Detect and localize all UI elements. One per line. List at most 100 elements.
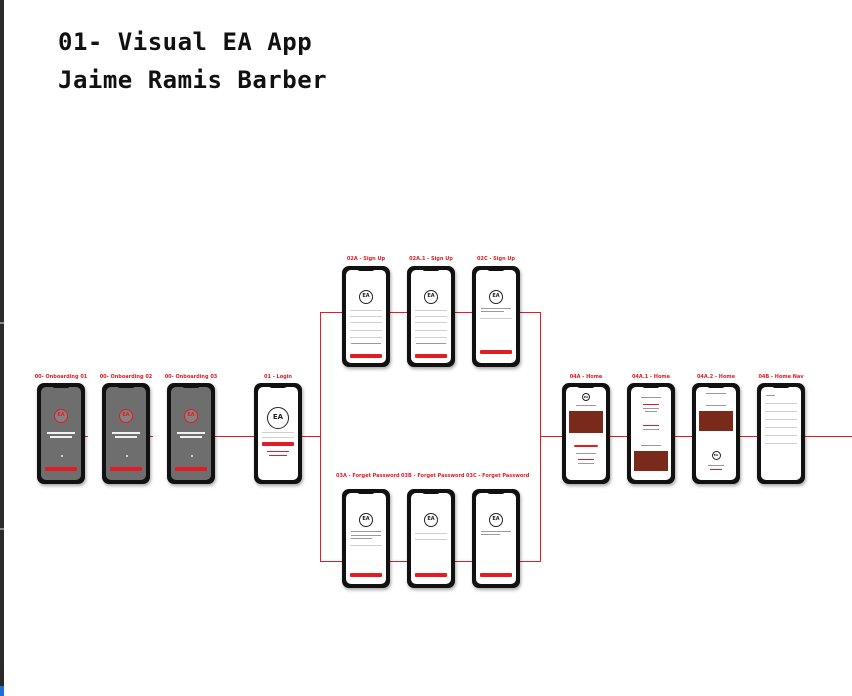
text-line bbox=[50, 436, 72, 438]
phone-forget-03c[interactable]: EA bbox=[472, 489, 520, 588]
terms-text bbox=[351, 343, 381, 344]
cta-button[interactable] bbox=[175, 467, 207, 471]
text-line bbox=[481, 311, 504, 312]
signup-link[interactable] bbox=[267, 451, 289, 452]
phone-onboarding-03[interactable]: EA bbox=[167, 383, 215, 484]
social-links[interactable] bbox=[710, 469, 722, 470]
phone-home-04a1[interactable] bbox=[627, 383, 675, 484]
phone-notch bbox=[487, 491, 505, 494]
hero-banner[interactable] bbox=[569, 411, 603, 433]
phone-screen: EA bbox=[476, 270, 516, 363]
phone-home-04a[interactable]: EA bbox=[562, 383, 610, 484]
phone-screen: EA bbox=[258, 387, 298, 480]
terms-text bbox=[416, 343, 446, 344]
password-field[interactable] bbox=[262, 437, 294, 438]
screen-label: 03B - Forget Password bbox=[401, 473, 465, 479]
phone-login[interactable]: EA bbox=[254, 383, 302, 484]
ea-logo-icon: EA bbox=[424, 290, 438, 304]
email-field[interactable] bbox=[350, 545, 382, 546]
flow-connector bbox=[389, 312, 407, 313]
news-image[interactable] bbox=[634, 451, 668, 471]
phone-home-nav-04b[interactable] bbox=[757, 383, 805, 484]
nav-item[interactable] bbox=[765, 435, 797, 436]
screen-label: 02C - Sign Up bbox=[476, 256, 516, 262]
form-field[interactable] bbox=[415, 322, 447, 323]
signup-button[interactable] bbox=[415, 354, 447, 358]
form-field[interactable] bbox=[415, 337, 447, 338]
screen-label: 04B - Home Nav bbox=[758, 374, 804, 380]
ea-logo-icon: EA bbox=[359, 513, 373, 527]
ea-logo-icon: EA bbox=[119, 409, 133, 423]
flow-connector bbox=[149, 436, 153, 437]
cta-button[interactable] bbox=[45, 467, 77, 471]
phone-notch bbox=[422, 491, 440, 494]
edge-tick bbox=[0, 528, 4, 530]
footer-text bbox=[708, 465, 724, 466]
password-field[interactable] bbox=[415, 539, 447, 540]
text-line bbox=[351, 531, 381, 532]
form-field[interactable] bbox=[350, 316, 382, 317]
send-button[interactable] bbox=[350, 573, 382, 577]
phone-forget-03a[interactable]: EA bbox=[342, 489, 390, 588]
text-line bbox=[351, 535, 381, 536]
text-line bbox=[576, 405, 596, 406]
phone-notch bbox=[487, 268, 505, 271]
flow-connector bbox=[302, 436, 321, 437]
phone-home-04a2[interactable]: EA bbox=[692, 383, 740, 484]
ea-logo-icon: EA bbox=[711, 451, 721, 460]
text-line bbox=[645, 411, 657, 412]
password-field[interactable] bbox=[415, 533, 447, 534]
nav-item[interactable] bbox=[765, 443, 797, 444]
form-field[interactable] bbox=[350, 337, 382, 338]
phone-signup-02a1[interactable]: EA bbox=[407, 266, 455, 367]
cta-button[interactable] bbox=[110, 467, 142, 471]
screen-label: 00- Onboarding 02 bbox=[99, 374, 153, 380]
nav-item[interactable] bbox=[765, 427, 797, 428]
flow-connector bbox=[519, 561, 540, 562]
phone-forget-03b[interactable]: EA bbox=[407, 489, 455, 588]
flow-connector bbox=[609, 436, 627, 437]
nav-item[interactable] bbox=[765, 411, 797, 412]
text-line bbox=[177, 432, 205, 434]
login-button[interactable] bbox=[262, 442, 294, 446]
text-line bbox=[481, 308, 511, 309]
phone-onboarding-01[interactable]: EA bbox=[37, 383, 85, 484]
reset-button[interactable] bbox=[415, 573, 447, 577]
screen-label: 02A.1 - Sign Up bbox=[409, 256, 453, 262]
confirm-button[interactable] bbox=[480, 350, 512, 354]
flow-connector bbox=[454, 312, 472, 313]
code-field[interactable] bbox=[480, 318, 512, 319]
phone-onboarding-02[interactable]: EA bbox=[102, 383, 150, 484]
phone-notch bbox=[357, 268, 375, 271]
phone-screen: EA bbox=[411, 493, 451, 584]
nav-item[interactable] bbox=[765, 419, 797, 420]
editor-left-edge bbox=[0, 0, 4, 696]
screen-label: 04A.2 - Home bbox=[696, 374, 736, 380]
page-dot bbox=[191, 455, 193, 457]
phone-screen bbox=[761, 387, 801, 480]
form-field[interactable] bbox=[415, 310, 447, 311]
phone-notch bbox=[707, 385, 725, 388]
flow-connector bbox=[454, 561, 472, 562]
form-field[interactable] bbox=[415, 330, 447, 331]
phone-signup-02a[interactable]: EA bbox=[342, 266, 390, 367]
form-field[interactable] bbox=[350, 310, 382, 311]
form-field[interactable] bbox=[415, 316, 447, 317]
flow-connector bbox=[804, 436, 852, 437]
phone-screen: EA bbox=[476, 493, 516, 584]
flow-connector bbox=[214, 436, 255, 437]
form-field[interactable] bbox=[350, 330, 382, 331]
signup-button[interactable] bbox=[350, 354, 382, 358]
screen-label: 02A - Sign Up bbox=[346, 256, 386, 262]
flow-connector bbox=[739, 436, 757, 437]
form-field[interactable] bbox=[350, 322, 382, 323]
phone-signup-02c[interactable]: EA bbox=[472, 266, 520, 367]
done-button[interactable] bbox=[480, 573, 512, 577]
email-field[interactable] bbox=[262, 432, 294, 433]
banner-button[interactable] bbox=[574, 445, 598, 447]
forgot-password-link[interactable] bbox=[269, 455, 287, 456]
flow-connector bbox=[320, 312, 342, 313]
phone-notch bbox=[269, 385, 287, 388]
news-image[interactable] bbox=[699, 411, 733, 431]
nav-item[interactable] bbox=[765, 403, 797, 404]
